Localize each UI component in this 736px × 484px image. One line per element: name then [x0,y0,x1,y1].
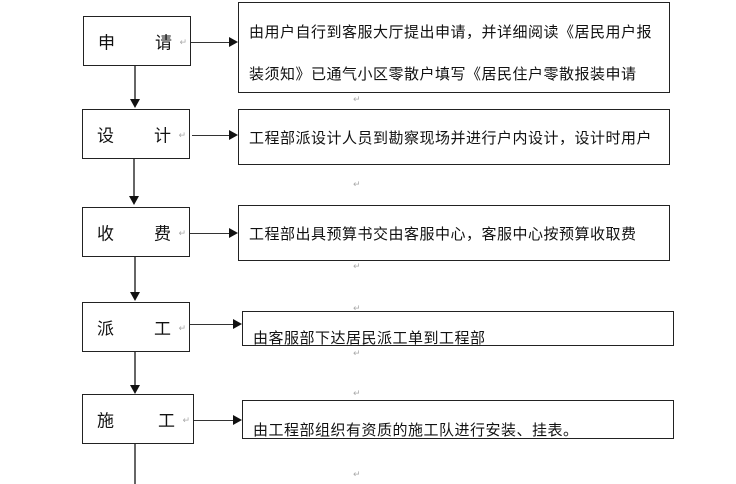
description-line: 工程部派设计人员到勘察现场并进行户内设计，设计时用户 [249,129,653,147]
arrow-down-icon [129,196,139,205]
arrow-right-icon [229,130,238,140]
arrow-down-icon [130,99,140,108]
description-line: 装须知》已通气小区零散户填写《居民住户零散报装申请 [249,65,637,83]
step-label-char: 费 [154,224,171,245]
step-box-construction: 施 工 ↵ [82,394,194,444]
step-box-apply: 申 请 ↵ [83,16,191,66]
paragraph-mark-icon: ↵ [353,304,361,314]
connector-line [134,257,136,292]
connector-line [191,42,229,43]
step-label-char: 请 [155,33,172,54]
description-line: 由客服部下达居民派工单到工程部 [253,329,486,346]
step-box-fee: 收 费 ↵ [82,207,190,257]
step-description-dispatch: 由客服部下达居民派工单到工程部 [242,311,674,346]
step-label-char: 申 [98,33,115,54]
step-box-design: 设 计 ↵ [82,109,190,159]
paragraph-mark-icon: ↵ [182,416,190,426]
paragraph-mark-icon: ↵ [353,349,361,359]
connector-line [190,324,233,325]
paragraph-mark-icon: ↵ [353,95,361,105]
step-description-apply: 由用户自行到客服大厅提出申请，并详细阅读《居民用户报 装须知》已通气小区零散户填… [238,2,670,93]
description-line: 由用户自行到客服大厅提出申请，并详细阅读《居民用户报 [249,23,653,41]
step-label-char: 施 [97,411,114,432]
arrow-right-icon [229,228,238,238]
connector-line [194,420,233,421]
paragraph-mark-icon: ↵ [178,131,186,141]
paragraph-mark-icon: ↵ [353,470,361,480]
paragraph-mark-icon: ↵ [353,389,361,399]
arrow-right-icon [233,415,242,425]
paragraph-mark-icon: ↵ [179,38,187,48]
connector-line [134,66,136,99]
arrow-right-icon [233,319,242,329]
step-description-construction: 由工程部组织有资质的施工队进行安装、挂表。 [242,400,674,439]
arrow-down-icon [130,385,140,394]
connector-line [190,233,229,234]
step-box-dispatch: 派 工 ↵ [82,302,190,352]
paragraph-mark-icon: ↵ [353,262,361,272]
paragraph-mark-icon: ↵ [178,324,186,334]
connector-line [192,135,229,136]
step-label-char: 计 [154,126,171,147]
step-label-char: 工 [158,411,175,432]
step-description-design: 工程部派设计人员到勘察现场并进行户内设计，设计时用户 [238,109,670,165]
connector-line [134,352,136,385]
step-label-char: 工 [154,319,171,340]
description-line: 由工程部组织有资质的施工队进行安装、挂表。 [253,421,579,439]
step-label-char: 收 [97,224,114,245]
arrow-down-icon [130,292,140,301]
arrow-right-icon [229,37,238,47]
step-description-fee: 工程部出具预算书交由客服中心，客服中心按预算收取费 [238,205,670,261]
paragraph-mark-icon: ↵ [178,229,186,239]
connector-line [134,444,136,484]
paragraph-mark-icon: ↵ [353,180,361,190]
connector-line [133,159,135,196]
description-line: 工程部出具预算书交由客服中心，客服中心按预算收取费 [249,225,637,243]
step-label-char: 派 [97,319,114,340]
step-label-char: 设 [97,126,114,147]
